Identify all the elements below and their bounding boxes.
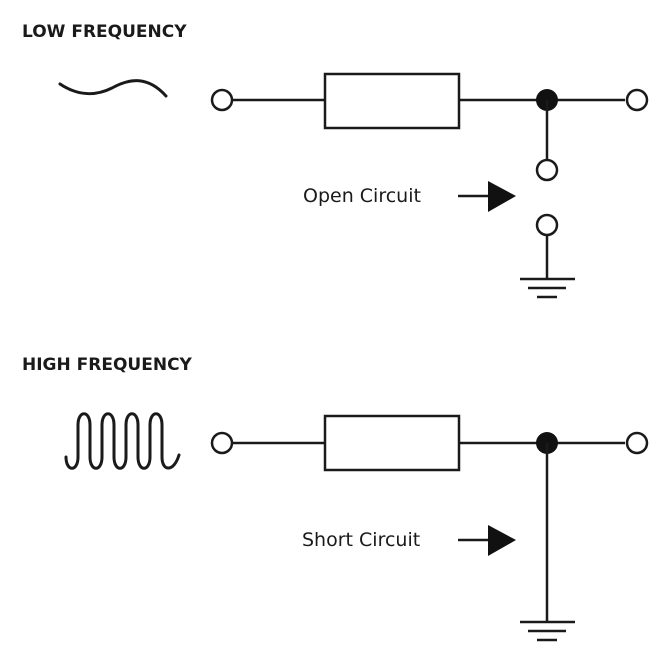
high-frequency-heading: HIGH FREQUENCY: [22, 355, 193, 375]
output-terminal: [625, 88, 649, 112]
open-terminal-lower: [535, 213, 559, 237]
resistor: [323, 414, 461, 472]
short-circuit-label: Short Circuit: [302, 529, 420, 551]
resistor: [323, 72, 461, 130]
ground-icon: [520, 620, 575, 642]
arrow-right-icon: [458, 181, 516, 212]
low-frequency-heading: LOW FREQUENCY: [22, 22, 187, 42]
ground-icon: [520, 277, 575, 299]
output-terminal: [625, 431, 649, 455]
sine-wave-low-icon: [58, 79, 168, 98]
sine-wave-high-icon: [64, 412, 181, 470]
high-frequency-panel: HIGH FREQUENCY Short Circuit: [22, 355, 649, 642]
open-circuit-label: Open Circuit: [303, 185, 421, 207]
open-terminal-upper: [535, 158, 559, 182]
low-frequency-panel: LOW FREQUENCY Open Circuit: [22, 22, 649, 299]
arrow-right-icon: [458, 525, 516, 556]
input-terminal: [210, 431, 234, 455]
input-terminal: [210, 88, 234, 112]
